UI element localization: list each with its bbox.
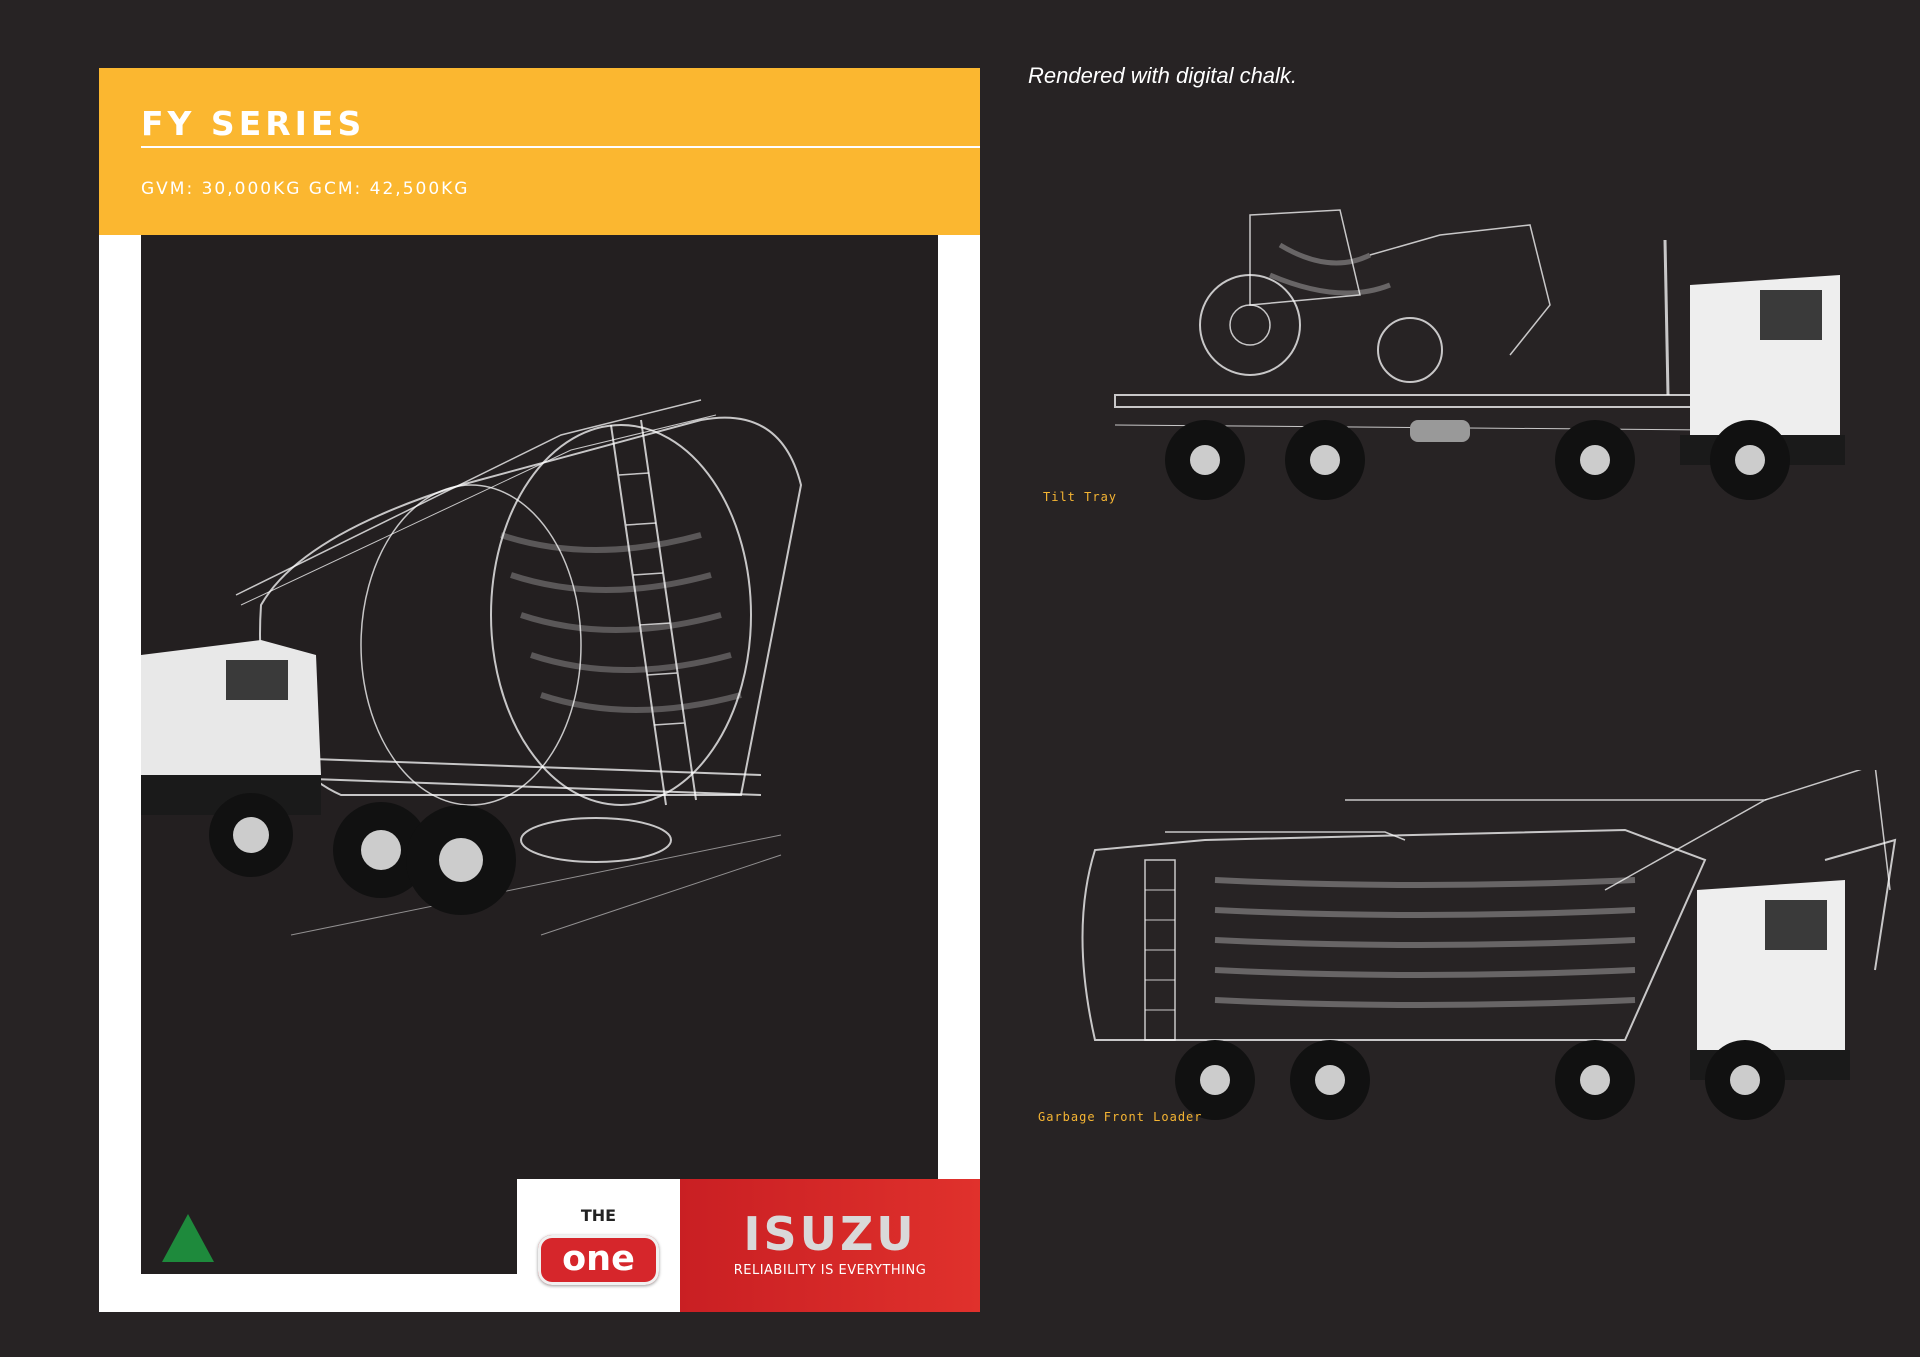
brand-logo-block: THE one ISUZU RELIABILITY IS EVERYTHING	[517, 1179, 980, 1312]
tanker-sketch	[141, 399, 803, 936]
tilt-tray-label: Tilt Tray	[1043, 490, 1118, 504]
brochure-page: FY SERIES GVM: 30,000KG GCM: 42,500KG	[99, 68, 980, 1312]
tanker-artwork	[141, 235, 938, 1274]
page-caption: Rendered with digital chalk.	[1028, 63, 1298, 88]
tilt-tray-sketch	[1114, 209, 1845, 500]
series-title: FY SERIES	[141, 104, 366, 143]
tic-logo	[162, 1214, 214, 1262]
garbage-loader-label: Garbage Front Loader	[1038, 1110, 1203, 1124]
tic-member-badge	[160, 1212, 216, 1264]
isuzu-logo: ISUZU RELIABILITY IS EVERYTHING	[680, 1179, 980, 1312]
garbage-loader-wheels	[1175, 1040, 1785, 1120]
the-one-pill: one	[538, 1235, 659, 1285]
isuzu-tagline: RELIABILITY IS EVERYTHING	[733, 1263, 927, 1278]
the-one-logo: THE one	[517, 1179, 680, 1312]
header-divider	[141, 146, 980, 148]
fuel-tanks	[1410, 420, 1470, 442]
spec-line: GVM: 30,000KG GCM: 42,500KG	[141, 179, 470, 199]
garbage-loader-sketch	[1081, 770, 1897, 1120]
isuzu-wordmark: ISUZU	[743, 1207, 917, 1261]
header-band: FY SERIES GVM: 30,000KG GCM: 42,500KG	[99, 68, 980, 235]
tanker-wheels	[209, 793, 516, 915]
the-one-the: THE	[580, 1206, 617, 1225]
the-one-word: one	[562, 1239, 635, 1279]
tilt-tray-wheels	[1165, 420, 1790, 500]
